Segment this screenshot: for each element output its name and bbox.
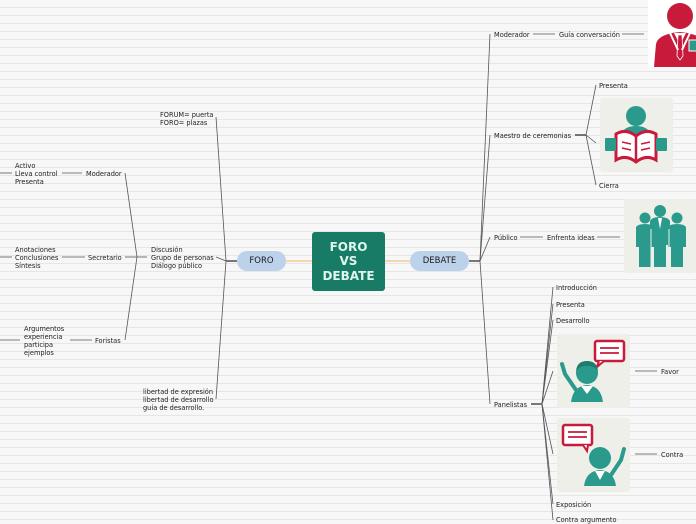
foro-secretario[interactable]: Secretario — [88, 254, 122, 262]
main-topic-foro[interactable]: FORO — [237, 251, 286, 271]
debate-maestro-cierra[interactable]: Cierra — [599, 182, 619, 190]
foro-definition[interactable]: FORUM= puerta FORO= plazas — [160, 111, 214, 127]
panelistas-item[interactable]: Desarrollo — [556, 317, 590, 325]
speaker-contra-card[interactable] — [557, 418, 630, 492]
panelistas-contra[interactable]: Contra — [661, 451, 684, 459]
reading-teacher-card[interactable] — [600, 98, 673, 172]
panelistas-favor[interactable]: Favor — [661, 368, 679, 376]
main-topic-debate[interactable]: DEBATE — [410, 251, 469, 271]
businessman-icon — [648, 0, 696, 67]
foro-secretario-details[interactable]: Anotaciones Conclusiones Síntesis — [15, 246, 59, 270]
foro-moderador[interactable]: Moderador — [86, 170, 122, 178]
reading-teacher-icon — [605, 106, 667, 164]
foro-moderador-details[interactable]: Activo Lleva control Presenta — [15, 162, 58, 186]
panelistas-contra-argumento[interactable]: Contra argumento — [556, 516, 617, 524]
debate-moderador[interactable]: Moderador — [494, 31, 530, 39]
speaker-favor-icon — [560, 339, 626, 402]
foro-foristas-details[interactable]: Argumentos experiencia participa ejemplo… — [24, 325, 65, 357]
central-topic[interactable]: FORO VS DEBATE — [312, 232, 385, 291]
speaker-favor-card[interactable] — [557, 334, 630, 408]
foro-foristas[interactable]: Foristas — [95, 337, 121, 345]
debate-publico-detail[interactable]: Enfrenta ideas — [547, 234, 595, 242]
debate-maestro-presenta[interactable]: Presenta — [599, 82, 628, 90]
debate-panelistas[interactable]: Panelistas — [494, 401, 528, 409]
panelistas-exposicion[interactable]: Exposición — [556, 501, 592, 509]
debate-publico[interactable]: Público — [494, 234, 518, 242]
panelistas-item[interactable]: Presenta — [556, 301, 585, 309]
businessman-card[interactable] — [648, 0, 696, 67]
audience-group-icon — [636, 205, 686, 267]
foro-group[interactable]: Discusión Grupo de personas Diálogo públ… — [151, 246, 214, 270]
audience-card[interactable] — [624, 199, 696, 273]
panelistas-item[interactable]: Introducción — [556, 284, 597, 292]
debate-maestro[interactable]: Maestro de ceremonias — [494, 132, 572, 140]
speaker-contra-icon — [561, 423, 626, 486]
debate-moderador-detail[interactable]: Guía conversación — [559, 31, 620, 39]
foro-freedom[interactable]: libertad de expresión libertad de desarr… — [143, 388, 214, 412]
